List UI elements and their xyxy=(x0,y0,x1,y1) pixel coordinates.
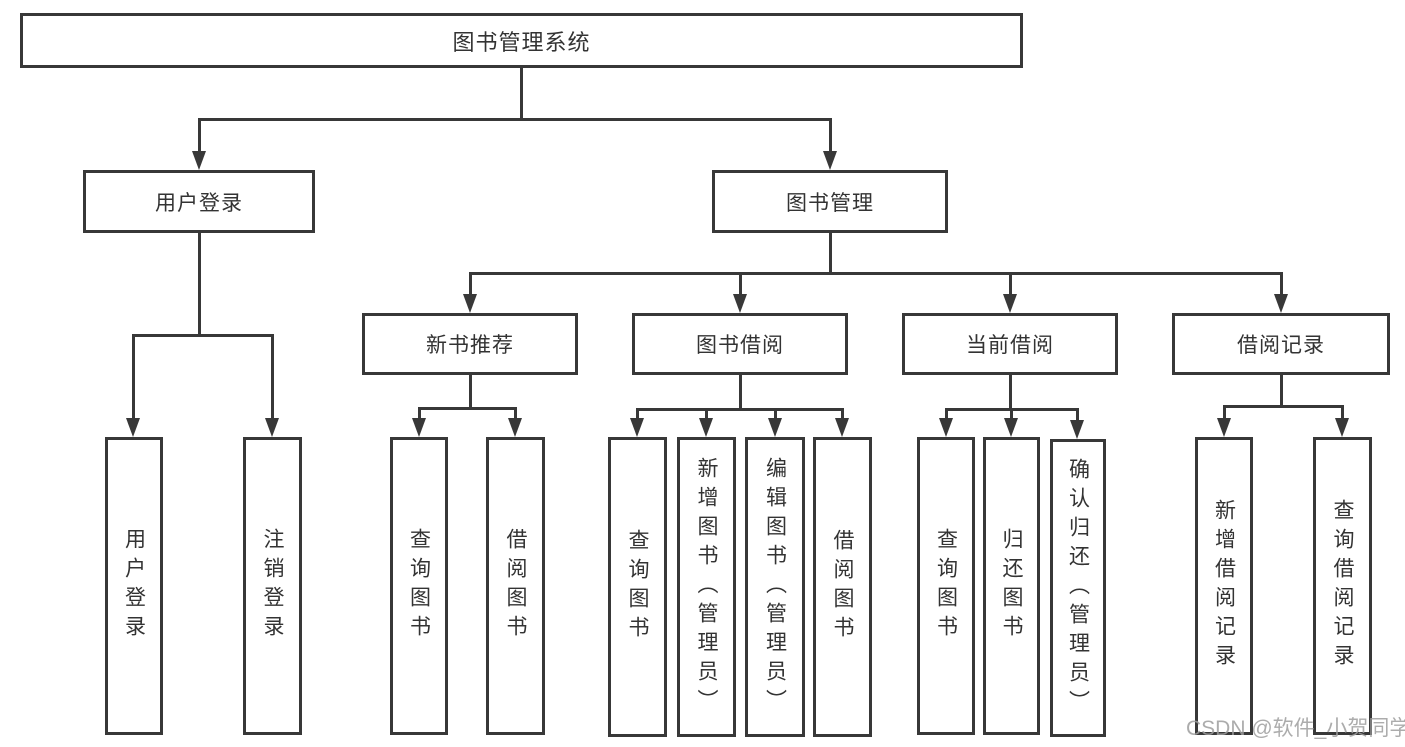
arrowhead-icon xyxy=(1004,418,1018,437)
arrowhead-icon xyxy=(939,418,953,437)
leaf-query-books-1-label: 查询图书 xyxy=(407,528,431,644)
arrowhead-icon xyxy=(1070,420,1084,439)
leaf-borrow-books-1-label: 借阅图书 xyxy=(504,528,527,644)
node-book-management: 图书管理 xyxy=(712,170,948,233)
connector-to-leaf-logout xyxy=(271,334,274,419)
csdn-watermark: CSDN @软件_小贺同学 xyxy=(1186,717,1405,740)
leaf-return-book-label: 归还图书 xyxy=(1000,528,1023,644)
connector-to-leaf-borrow-books-1 xyxy=(514,407,517,420)
leaf-edit-book-admin: 编辑图书（管理员） xyxy=(745,437,805,737)
arrowhead-icon xyxy=(126,418,140,437)
arrowhead-icon xyxy=(1217,418,1231,437)
connector-to-leaf-query-books-2 xyxy=(636,408,639,420)
arrowhead-icon xyxy=(192,151,206,170)
leaf-query-books-1: 查询图书 xyxy=(390,437,448,735)
leaf-logout-label: 注销登录 xyxy=(261,528,284,644)
leaf-return-book: 归还图书 xyxy=(983,437,1040,735)
node-book-borrow-label: 图书借阅 xyxy=(696,334,784,357)
connector-to-new-book-recommend xyxy=(469,272,472,295)
node-new-book-recommend: 新书推荐 xyxy=(362,313,578,375)
connector-borrow-records-stem xyxy=(1280,375,1283,405)
connector-to-leaf-user-login xyxy=(132,334,135,419)
connector-to-leaf-add-book xyxy=(705,408,708,420)
leaf-query-borrow-record: 查询借阅记录 xyxy=(1313,437,1372,735)
connector-root-to-user-login xyxy=(198,118,201,152)
connector-book-management-stem xyxy=(829,233,832,272)
connector-borrow-records-rail xyxy=(1223,405,1344,408)
leaf-confirm-return-admin-label: 确认归还（管理员） xyxy=(1066,457,1090,719)
connector-to-borrow-records xyxy=(1280,272,1283,295)
arrowhead-icon xyxy=(733,294,747,313)
connector-new-book-recommend-stem xyxy=(469,375,472,407)
node-borrow-records-label: 借阅记录 xyxy=(1237,334,1325,357)
arrowhead-icon xyxy=(412,418,426,437)
node-borrow-records: 借阅记录 xyxy=(1172,313,1390,375)
connector-to-book-borrow xyxy=(739,272,742,295)
connector-book-borrow-rail xyxy=(636,408,844,411)
arrowhead-icon xyxy=(699,418,713,437)
node-new-book-recommend-label: 新书推荐 xyxy=(426,334,514,357)
leaf-query-books-3-label: 查询图书 xyxy=(934,528,958,644)
connector-root-stem xyxy=(520,68,523,118)
leaf-query-borrow-record-label: 查询借阅记录 xyxy=(1331,499,1354,673)
leaf-borrow-books-2-label: 借阅图书 xyxy=(831,529,854,645)
leaf-add-borrow-record: 新增借阅记录 xyxy=(1195,437,1253,735)
connector-to-leaf-query-books-3 xyxy=(945,408,948,420)
connector-root-rail xyxy=(198,118,832,121)
connector-book-borrow-stem xyxy=(739,375,742,408)
node-current-borrow-label: 当前借阅 xyxy=(966,334,1054,357)
node-user-login-label: 用户登录 xyxy=(155,191,243,215)
connector-to-leaf-return-book xyxy=(1010,408,1013,420)
connector-to-leaf-borrow-books-2 xyxy=(841,408,844,420)
node-current-borrow: 当前借阅 xyxy=(902,313,1118,375)
arrowhead-icon xyxy=(463,294,477,313)
leaf-query-books-3: 查询图书 xyxy=(917,437,975,735)
leaf-logout: 注销登录 xyxy=(243,437,302,735)
leaf-add-book-admin-label: 新增图书（管理员） xyxy=(695,456,718,718)
leaf-borrow-books-1: 借阅图书 xyxy=(486,437,545,735)
arrowhead-icon xyxy=(768,418,782,437)
arrowhead-icon xyxy=(1274,294,1288,313)
leaf-borrow-books-2: 借阅图书 xyxy=(813,437,872,737)
connector-to-current-borrow xyxy=(1009,272,1012,295)
connector-root-to-book-management xyxy=(829,118,832,152)
connector-to-leaf-confirm-return xyxy=(1076,408,1079,420)
connector-to-leaf-query-borrow-record xyxy=(1341,405,1344,420)
arrowhead-icon xyxy=(508,418,522,437)
arrowhead-icon xyxy=(823,151,837,170)
leaf-edit-book-admin-label: 编辑图书（管理员） xyxy=(763,456,787,718)
arrowhead-icon xyxy=(630,418,644,437)
connector-to-leaf-query-books-1 xyxy=(418,407,421,420)
arrowhead-icon xyxy=(1003,294,1017,313)
connector-current-borrow-stem xyxy=(1009,375,1012,408)
arrowhead-icon xyxy=(835,418,849,437)
connector-user-login-stem xyxy=(198,233,201,334)
leaf-confirm-return-admin: 确认归还（管理员） xyxy=(1050,439,1106,737)
leaf-user-login-label: 用户登录 xyxy=(122,528,146,644)
leaf-user-login: 用户登录 xyxy=(105,437,163,735)
connector-to-leaf-edit-book xyxy=(774,408,777,420)
connector-user-login-rail xyxy=(132,334,273,337)
connector-book-management-rail xyxy=(469,272,1283,275)
arrowhead-icon xyxy=(265,418,279,437)
leaf-add-book-admin: 新增图书（管理员） xyxy=(677,437,736,737)
connector-to-leaf-add-borrow-record xyxy=(1223,405,1226,420)
leaf-query-books-2-label: 查询图书 xyxy=(626,529,649,645)
leaf-add-borrow-record-label: 新增借阅记录 xyxy=(1212,499,1236,673)
leaf-query-books-2: 查询图书 xyxy=(608,437,667,737)
node-root: 图书管理系统 xyxy=(20,13,1023,68)
node-book-management-label: 图书管理 xyxy=(786,191,874,215)
node-root-label: 图书管理系统 xyxy=(452,29,591,55)
arrowhead-icon xyxy=(1335,418,1349,437)
connector-new-book-recommend-rail xyxy=(418,407,517,410)
node-book-borrow: 图书借阅 xyxy=(632,313,848,375)
node-user-login: 用户登录 xyxy=(83,170,315,233)
